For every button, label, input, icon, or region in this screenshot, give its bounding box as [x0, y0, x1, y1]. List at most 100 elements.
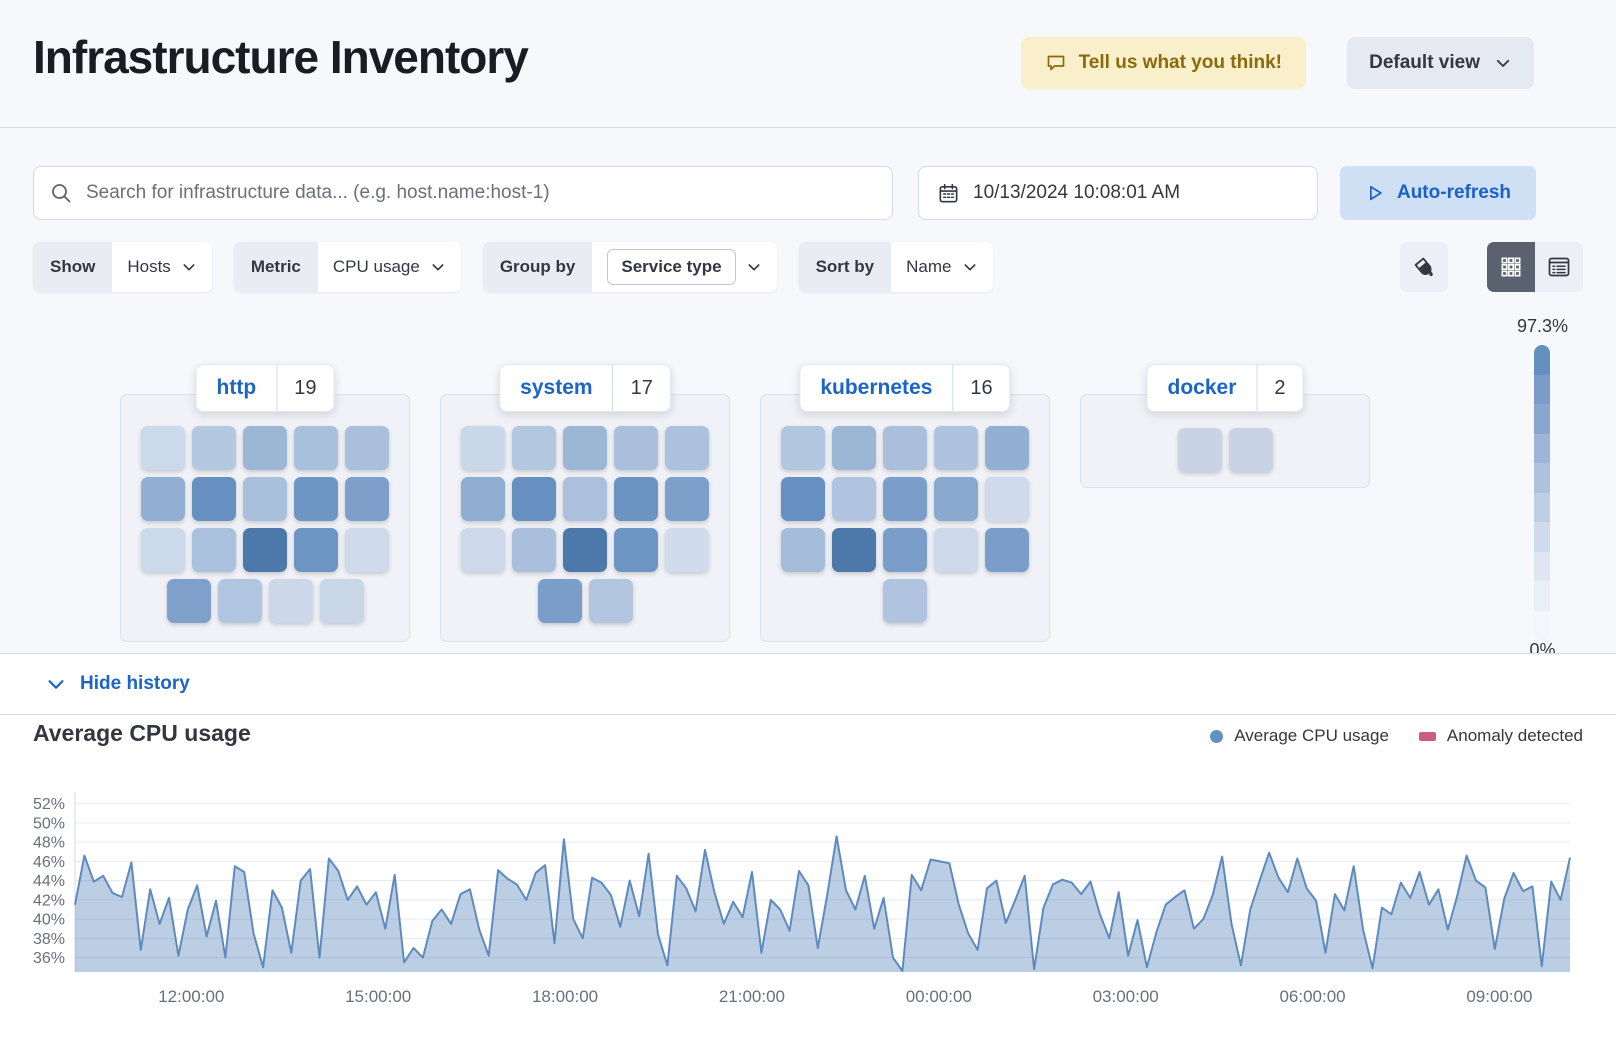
x-axis-label: 12:00:00	[158, 987, 224, 1006]
y-axis-label: 46%	[33, 854, 65, 871]
group-name: system	[520, 376, 593, 399]
feedback-button[interactable]: Tell us what you think!	[1020, 37, 1306, 89]
host-node[interactable]	[934, 477, 978, 521]
host-node[interactable]	[883, 528, 927, 572]
waffle-row	[461, 528, 709, 572]
group-count: 2	[1274, 376, 1286, 399]
chevron-down-icon	[45, 673, 67, 695]
hide-history-toggle[interactable]: Hide history	[45, 673, 190, 695]
host-node[interactable]	[1177, 428, 1222, 472]
host-node[interactable]	[345, 426, 389, 470]
filter-value-dropdown[interactable]: Hosts	[112, 242, 212, 292]
table-view-toggle[interactable]	[1535, 242, 1583, 292]
filter-value-dropdown[interactable]: Name	[891, 242, 993, 292]
filter-value-dropdown[interactable]: CPU usage	[317, 242, 461, 292]
color-palette-button[interactable]	[1400, 242, 1448, 292]
y-axis-label: 44%	[33, 873, 65, 890]
chevron-down-icon	[430, 259, 446, 275]
filter-selected-value[interactable]: Service type	[607, 249, 736, 285]
host-node[interactable]	[563, 528, 607, 572]
filter-label: Show	[33, 242, 113, 292]
legend-item-average-cpu[interactable]: Average CPU usage	[1210, 726, 1389, 746]
host-node[interactable]	[192, 528, 236, 572]
host-node[interactable]	[781, 528, 825, 572]
map-view-toggle[interactable]	[1487, 242, 1535, 292]
scale-min-label: 0%	[1529, 640, 1556, 654]
host-node[interactable]	[832, 528, 876, 572]
waffle-grid	[760, 426, 1050, 623]
waffle-row	[141, 477, 389, 521]
host-node[interactable]	[883, 426, 927, 470]
date-time-picker[interactable]: 10/13/2024 10:08:01 AM	[918, 166, 1318, 220]
host-node[interactable]	[614, 477, 658, 521]
host-node[interactable]	[243, 477, 287, 521]
host-node[interactable]	[141, 477, 185, 521]
host-node[interactable]	[883, 579, 927, 623]
host-node[interactable]	[268, 579, 313, 623]
chevron-down-icon	[1494, 54, 1512, 72]
host-node[interactable]	[294, 477, 338, 521]
host-node[interactable]	[192, 477, 236, 521]
host-node[interactable]	[781, 426, 825, 470]
host-node[interactable]	[832, 426, 876, 470]
y-axis-label: 50%	[33, 815, 65, 832]
host-node[interactable]	[217, 579, 262, 623]
filter-selected-value: Name	[906, 257, 952, 276]
search-input[interactable]	[84, 181, 888, 205]
chevron-down-icon	[962, 259, 978, 275]
host-node[interactable]	[243, 528, 287, 572]
host-node[interactable]	[588, 579, 633, 623]
host-node[interactable]	[294, 528, 338, 572]
host-node[interactable]	[985, 426, 1029, 470]
legend-item-anomaly[interactable]: Anomaly detected	[1418, 726, 1583, 746]
host-node[interactable]	[461, 426, 505, 470]
host-node[interactable]	[665, 528, 709, 572]
host-node[interactable]	[461, 528, 505, 572]
host-node[interactable]	[141, 528, 185, 572]
x-axis-label: 21:00:00	[719, 987, 785, 1006]
chart-legend: Average CPU usage Anomaly detected	[1210, 726, 1583, 746]
host-node[interactable]	[614, 528, 658, 572]
host-node[interactable]	[985, 528, 1029, 572]
host-node[interactable]	[563, 477, 607, 521]
host-node[interactable]	[345, 477, 389, 521]
group-count: 16	[970, 376, 993, 399]
host-node[interactable]	[512, 477, 556, 521]
host-node[interactable]	[985, 477, 1029, 521]
host-node[interactable]	[294, 426, 338, 470]
feedback-button-label: Tell us what you think!	[1078, 52, 1282, 73]
search-bar[interactable]	[33, 166, 893, 220]
host-node[interactable]	[665, 426, 709, 470]
host-node[interactable]	[319, 579, 364, 623]
host-node[interactable]	[1228, 428, 1273, 472]
host-node[interactable]	[461, 477, 505, 521]
host-node[interactable]	[512, 528, 556, 572]
saved-view-selector[interactable]: Default view	[1347, 37, 1534, 89]
host-node[interactable]	[563, 426, 607, 470]
host-node[interactable]	[934, 426, 978, 470]
host-node[interactable]	[166, 579, 211, 623]
host-node[interactable]	[537, 579, 582, 623]
y-axis-label: 36%	[33, 950, 65, 967]
host-node[interactable]	[934, 528, 978, 572]
host-node[interactable]	[243, 426, 287, 470]
host-node[interactable]	[614, 426, 658, 470]
host-node[interactable]	[512, 426, 556, 470]
host-node[interactable]	[192, 426, 236, 470]
host-node[interactable]	[141, 426, 185, 470]
host-node[interactable]	[345, 528, 389, 572]
auto-refresh-button[interactable]: Auto-refresh	[1340, 166, 1536, 220]
page-title: Infrastructure Inventory	[33, 31, 529, 83]
host-node[interactable]	[781, 477, 825, 521]
host-node[interactable]	[665, 477, 709, 521]
host-node[interactable]	[883, 477, 927, 521]
filter-value-dropdown[interactable]: Service type	[592, 242, 777, 292]
calendar-icon	[937, 182, 960, 205]
host-node[interactable]	[832, 477, 876, 521]
auto-refresh-label: Auto-refresh	[1396, 182, 1511, 203]
